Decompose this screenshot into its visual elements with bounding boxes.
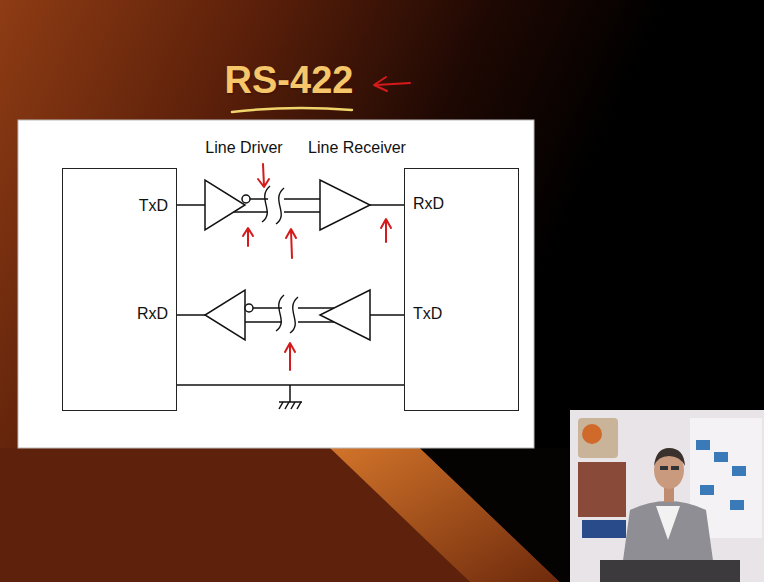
- inverting-bubble: [242, 195, 250, 203]
- signal-name: TxD: [413, 305, 442, 323]
- cable-break-mark: [276, 188, 284, 224]
- line-driver-symbol: [320, 290, 370, 340]
- line-driver-symbol: [205, 180, 245, 230]
- annotation-arrow: [285, 343, 295, 370]
- signal-name: RxD: [413, 195, 444, 213]
- line-receiver-symbol: [205, 290, 245, 340]
- device-box: TxD RxD: [62, 168, 177, 411]
- ground-symbol: [279, 402, 301, 409]
- annotation-arrow: [258, 164, 269, 187]
- cable-break-mark: [276, 295, 284, 331]
- annotation-arrow: [243, 228, 253, 246]
- cable-break-mark: [262, 186, 270, 222]
- ground-symbol: [289, 385, 291, 402]
- cable-break-mark: [290, 297, 298, 333]
- component-label: Line Receiver: [308, 139, 406, 157]
- signal-name: RxD: [137, 305, 168, 323]
- annotation-arrow: [286, 229, 296, 258]
- annotation-underline: [232, 108, 352, 112]
- signal-name: TxD: [139, 197, 168, 215]
- annotation-arrow: [381, 219, 391, 242]
- video-inset: [570, 410, 764, 582]
- slide-title: RS-422: [225, 59, 354, 102]
- device-box: RxD TxD: [404, 168, 519, 411]
- annotation-arrow: [374, 77, 410, 91]
- differential-wire: [250, 198, 320, 200]
- component-label: Line Driver: [205, 139, 282, 157]
- line-receiver-symbol: [320, 180, 370, 230]
- inverting-bubble: [245, 304, 253, 312]
- white-panel: [18, 120, 534, 448]
